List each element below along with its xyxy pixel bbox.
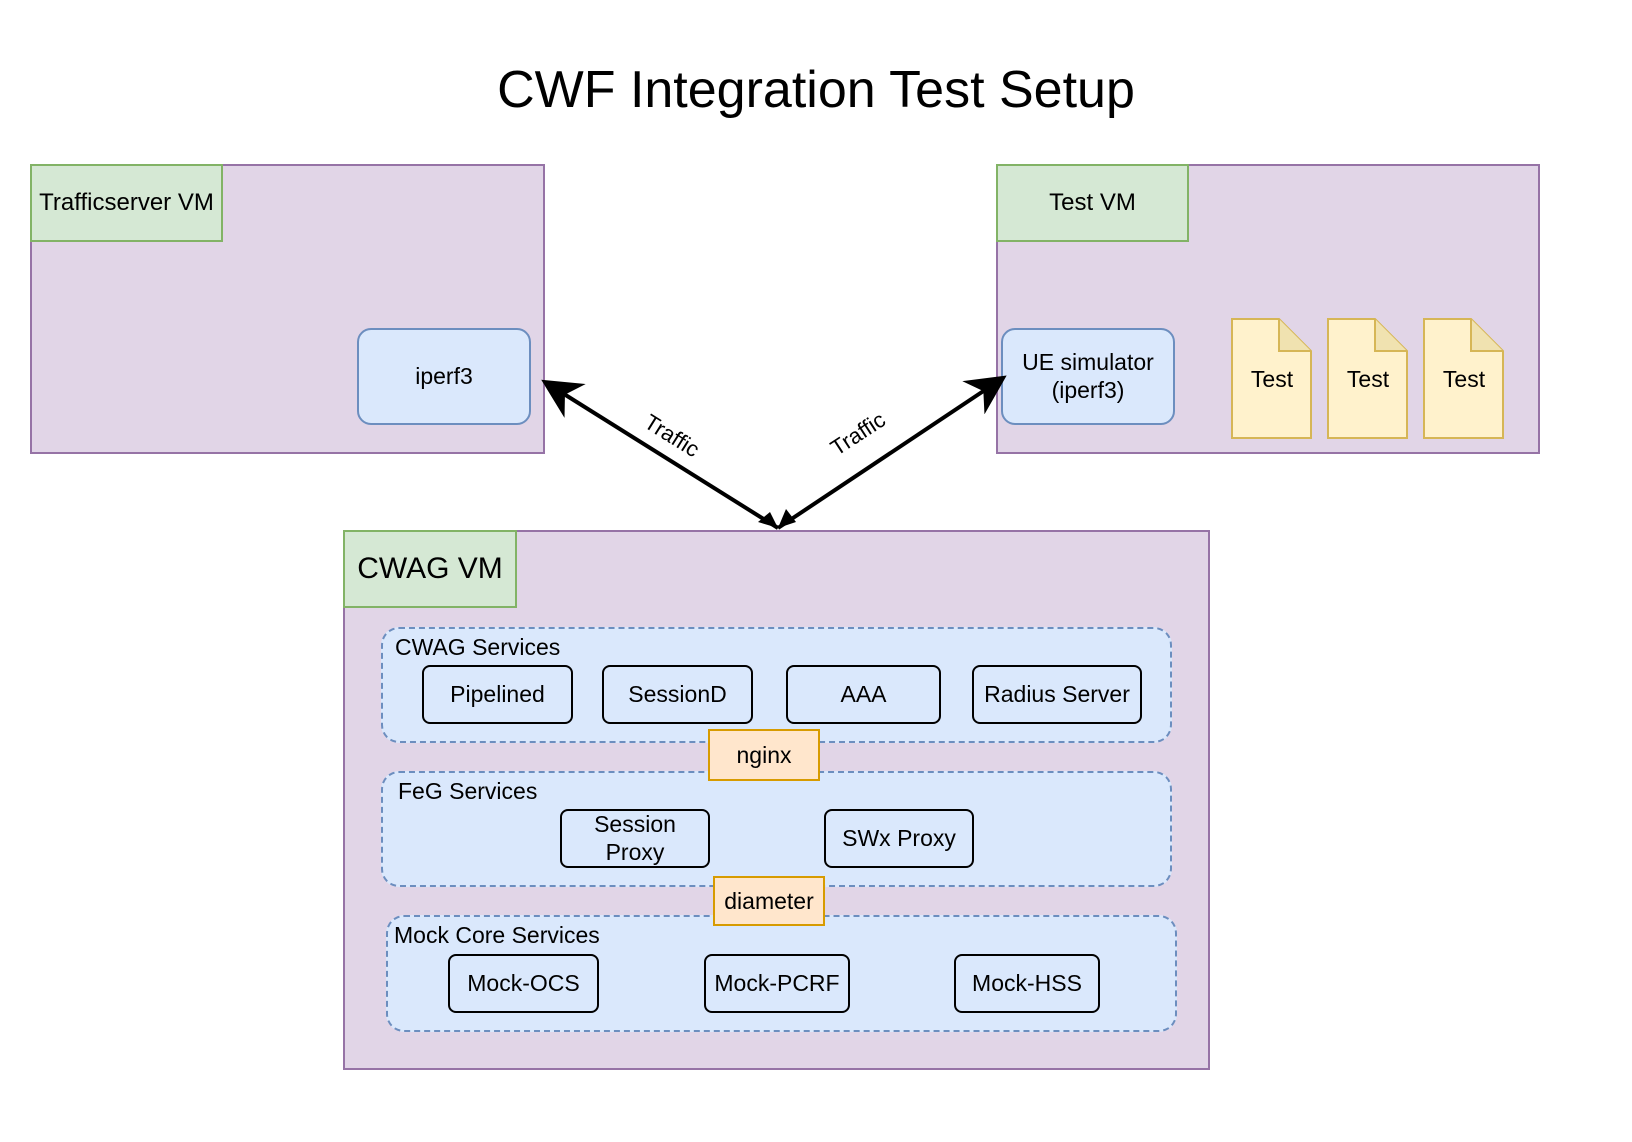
traffic-arrow-right (776, 375, 1007, 530)
test-vm-label: Test VM (996, 164, 1189, 242)
diagram-title: CWF Integration Test Setup (497, 61, 1135, 119)
trafficserver-vm-label: Trafficserver VM (30, 164, 223, 242)
mock-core-services-label: Mock Core Services (394, 922, 600, 948)
feg-services-label: FeG Services (398, 778, 538, 804)
radius-server-box: Radius Server (972, 665, 1142, 724)
test-document-2: Test (1327, 318, 1409, 440)
iperf3-node: iperf3 (357, 328, 531, 425)
nginx-label: nginx (708, 729, 820, 781)
test-document-label: Test (1346, 365, 1390, 392)
traffic-arrow-left (541, 379, 780, 530)
traffic-label-left: Traffic (640, 409, 704, 462)
test-document-3: Test (1423, 318, 1505, 440)
test-document-1: Test (1231, 318, 1313, 440)
cwag-services-label: CWAG Services (395, 634, 561, 660)
pipelined-box: Pipelined (422, 665, 573, 724)
traffic-label-right: Traffic (826, 407, 890, 461)
mock-ocs-box: Mock-OCS (448, 954, 599, 1013)
session-proxy-box: Session Proxy (560, 809, 710, 868)
swx-proxy-box: SWx Proxy (824, 809, 974, 868)
diameter-label: diameter (713, 876, 825, 926)
test-document-label: Test (1250, 365, 1294, 392)
cwag-vm-label: CWAG VM (343, 530, 517, 608)
sessiond-box: SessionD (602, 665, 753, 724)
test-document-label: Test (1442, 365, 1486, 392)
mock-hss-box: Mock-HSS (954, 954, 1100, 1013)
aaa-box: AAA (786, 665, 941, 724)
mock-pcrf-box: Mock-PCRF (704, 954, 850, 1013)
arrowhead-right-bottom (778, 509, 796, 528)
arrowhead-left-bottom (758, 512, 778, 528)
